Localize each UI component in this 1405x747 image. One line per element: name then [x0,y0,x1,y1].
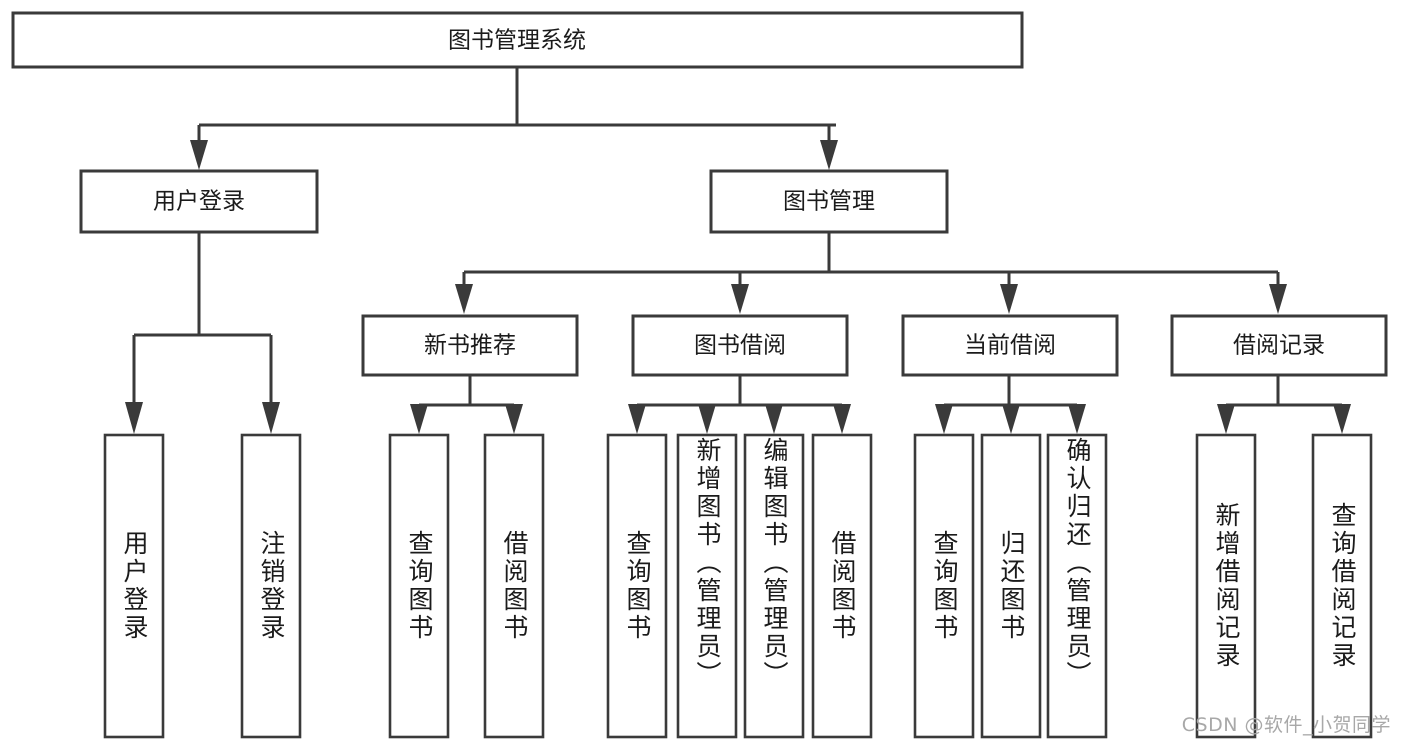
node-book-manage[interactable]: 图书管理 [709,169,949,234]
node-borrow-record[interactable]: 借阅记录 [1170,314,1388,377]
node-root-label: 图书管理系统 [448,28,586,54]
arrow-head-icon [1333,404,1351,434]
arrow-head-icon [1217,404,1235,434]
arrow-head-icon [731,284,749,314]
node-leaf-query-book-3[interactable] [913,433,975,739]
node-leaf-query-book-1[interactable] [388,433,450,739]
arrow-head-icon [505,404,523,434]
arrow-head-icon [1269,284,1287,314]
connector-newbook-to-leaves [410,375,523,434]
connector-bookmanage-to-level3 [455,232,1287,314]
watermark: CSDN @软件_小贺同学 [1181,714,1391,736]
node-borrow-record-label: 借阅记录 [1233,333,1325,359]
node-leaf-borrow-book-1[interactable] [483,433,545,739]
arrow-head-icon [820,140,838,170]
node-book-manage-label: 图书管理 [783,189,875,215]
arrow-head-icon [1002,404,1020,434]
node-leaf-user-login[interactable] [103,433,165,739]
arrow-head-icon [125,402,143,434]
arrow-head-icon [765,404,783,434]
arrow-head-icon [698,404,716,434]
node-leaf-return-book[interactable] [980,433,1042,739]
arrow-head-icon [833,404,851,434]
node-new-book-recommend-label: 新书推荐 [424,333,516,359]
connector-bookborrow-to-leaves [628,375,851,434]
arrow-head-icon [262,402,280,434]
node-new-book-recommend[interactable]: 新书推荐 [361,314,579,377]
arrow-head-icon [628,404,646,434]
node-leaf-add-book[interactable] [676,433,738,739]
node-leaf-query-book-2[interactable] [606,433,668,739]
node-leaf-edit-book[interactable] [743,433,805,739]
arrow-head-icon [1068,404,1086,434]
node-current-borrow-label: 当前借阅 [964,333,1056,359]
node-root[interactable]: 图书管理系统 [11,11,1024,69]
connector-currentborrow-to-leaves [935,375,1086,434]
arrow-head-icon [190,140,208,170]
node-leaf-borrow-book-2[interactable] [811,433,873,739]
node-leaf-query-record[interactable] [1311,433,1373,739]
node-leaf-confirm-return[interactable] [1046,433,1108,739]
node-user-login[interactable]: 用户登录 [79,169,319,234]
node-book-borrow[interactable]: 图书借阅 [631,314,849,377]
connector-userlogin-to-leaves [125,232,280,434]
node-user-login-label: 用户登录 [153,189,245,215]
arrow-head-icon [410,404,428,434]
arrow-head-icon [935,404,953,434]
node-leaf-logout[interactable] [240,433,302,739]
node-book-borrow-label: 图书借阅 [694,333,786,359]
arrow-head-icon [1000,284,1018,314]
node-current-borrow[interactable]: 当前借阅 [901,314,1119,377]
connector-root-to-level2 [190,67,838,170]
arrow-head-icon [455,284,473,314]
node-leaf-add-record[interactable] [1195,433,1257,739]
connector-borrowrecord-to-leaves [1217,375,1351,434]
